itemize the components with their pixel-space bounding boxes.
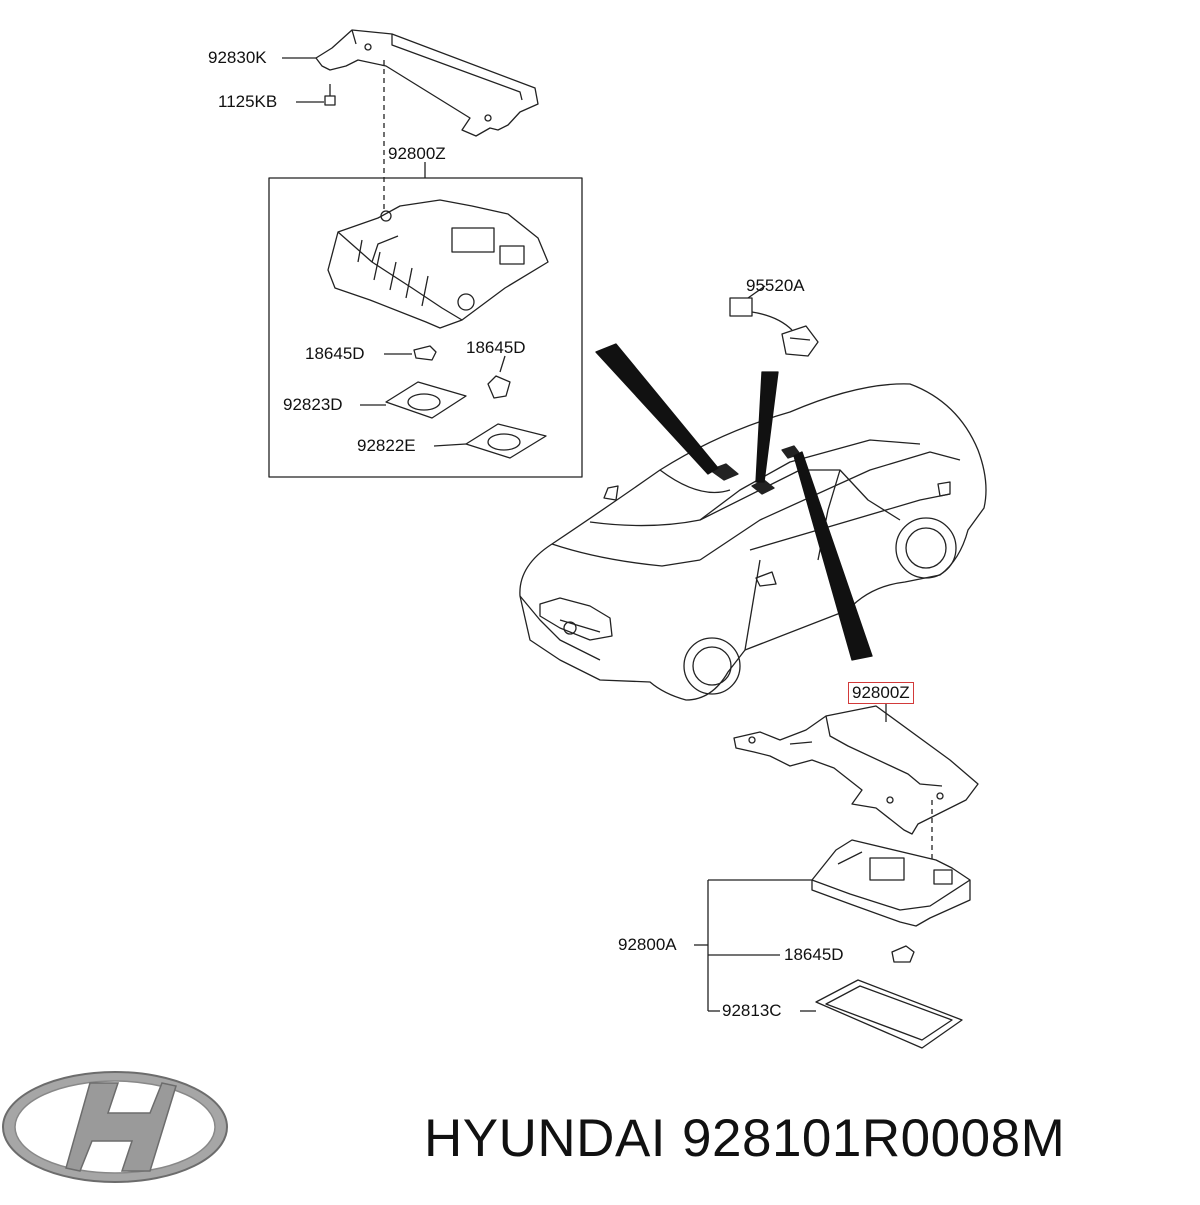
label-lens-bottom: 92813C bbox=[722, 1001, 782, 1020]
label-bulb-right: 18645D bbox=[466, 338, 526, 357]
label-lamp-assy-top: 92800Z bbox=[388, 144, 446, 163]
part-number: 928101R0008M bbox=[682, 1109, 1066, 1168]
upper-lamp-housing-drawing bbox=[327, 199, 549, 329]
lamp-group-box bbox=[268, 177, 583, 478]
center-lines bbox=[383, 60, 933, 862]
lower-lens-drawing bbox=[815, 979, 963, 1049]
label-lamp-assy-bottom: 92800Z bbox=[848, 682, 914, 704]
label-bracket-top: 92830K bbox=[208, 48, 267, 67]
roof-lamp-markers bbox=[709, 445, 801, 495]
hyundai-logo-icon bbox=[2, 1071, 228, 1183]
lower-lamp-housing-drawing bbox=[811, 839, 971, 927]
label-bulb-left: 18645D bbox=[305, 344, 365, 363]
brand-name: HYUNDAI bbox=[424, 1109, 667, 1168]
label-connector: 95520A bbox=[746, 276, 805, 295]
label-lens-gasket: 92822E bbox=[357, 436, 416, 455]
label-bulb-bottom: 18645D bbox=[784, 945, 844, 964]
leader-lines bbox=[282, 57, 887, 1012]
connector-drawing bbox=[729, 297, 819, 357]
label-bolt: 1125KB bbox=[218, 92, 278, 111]
bolt-drawing bbox=[324, 84, 336, 106]
car-body-drawing bbox=[519, 383, 987, 701]
top-bracket-drawing bbox=[315, 29, 539, 137]
label-lamp-housing-bottom: 92800A bbox=[618, 935, 677, 954]
upper-lenses-drawing bbox=[385, 381, 547, 459]
label-lens-top: 92823D bbox=[283, 395, 343, 414]
lower-bracket-drawing bbox=[733, 705, 979, 835]
upper-bulbs-drawing bbox=[413, 345, 511, 399]
part-caption: HYUNDAI 928101R0008M bbox=[424, 1108, 1065, 1169]
pointer-arrows bbox=[595, 343, 873, 661]
lower-bulb-drawing bbox=[891, 945, 915, 963]
